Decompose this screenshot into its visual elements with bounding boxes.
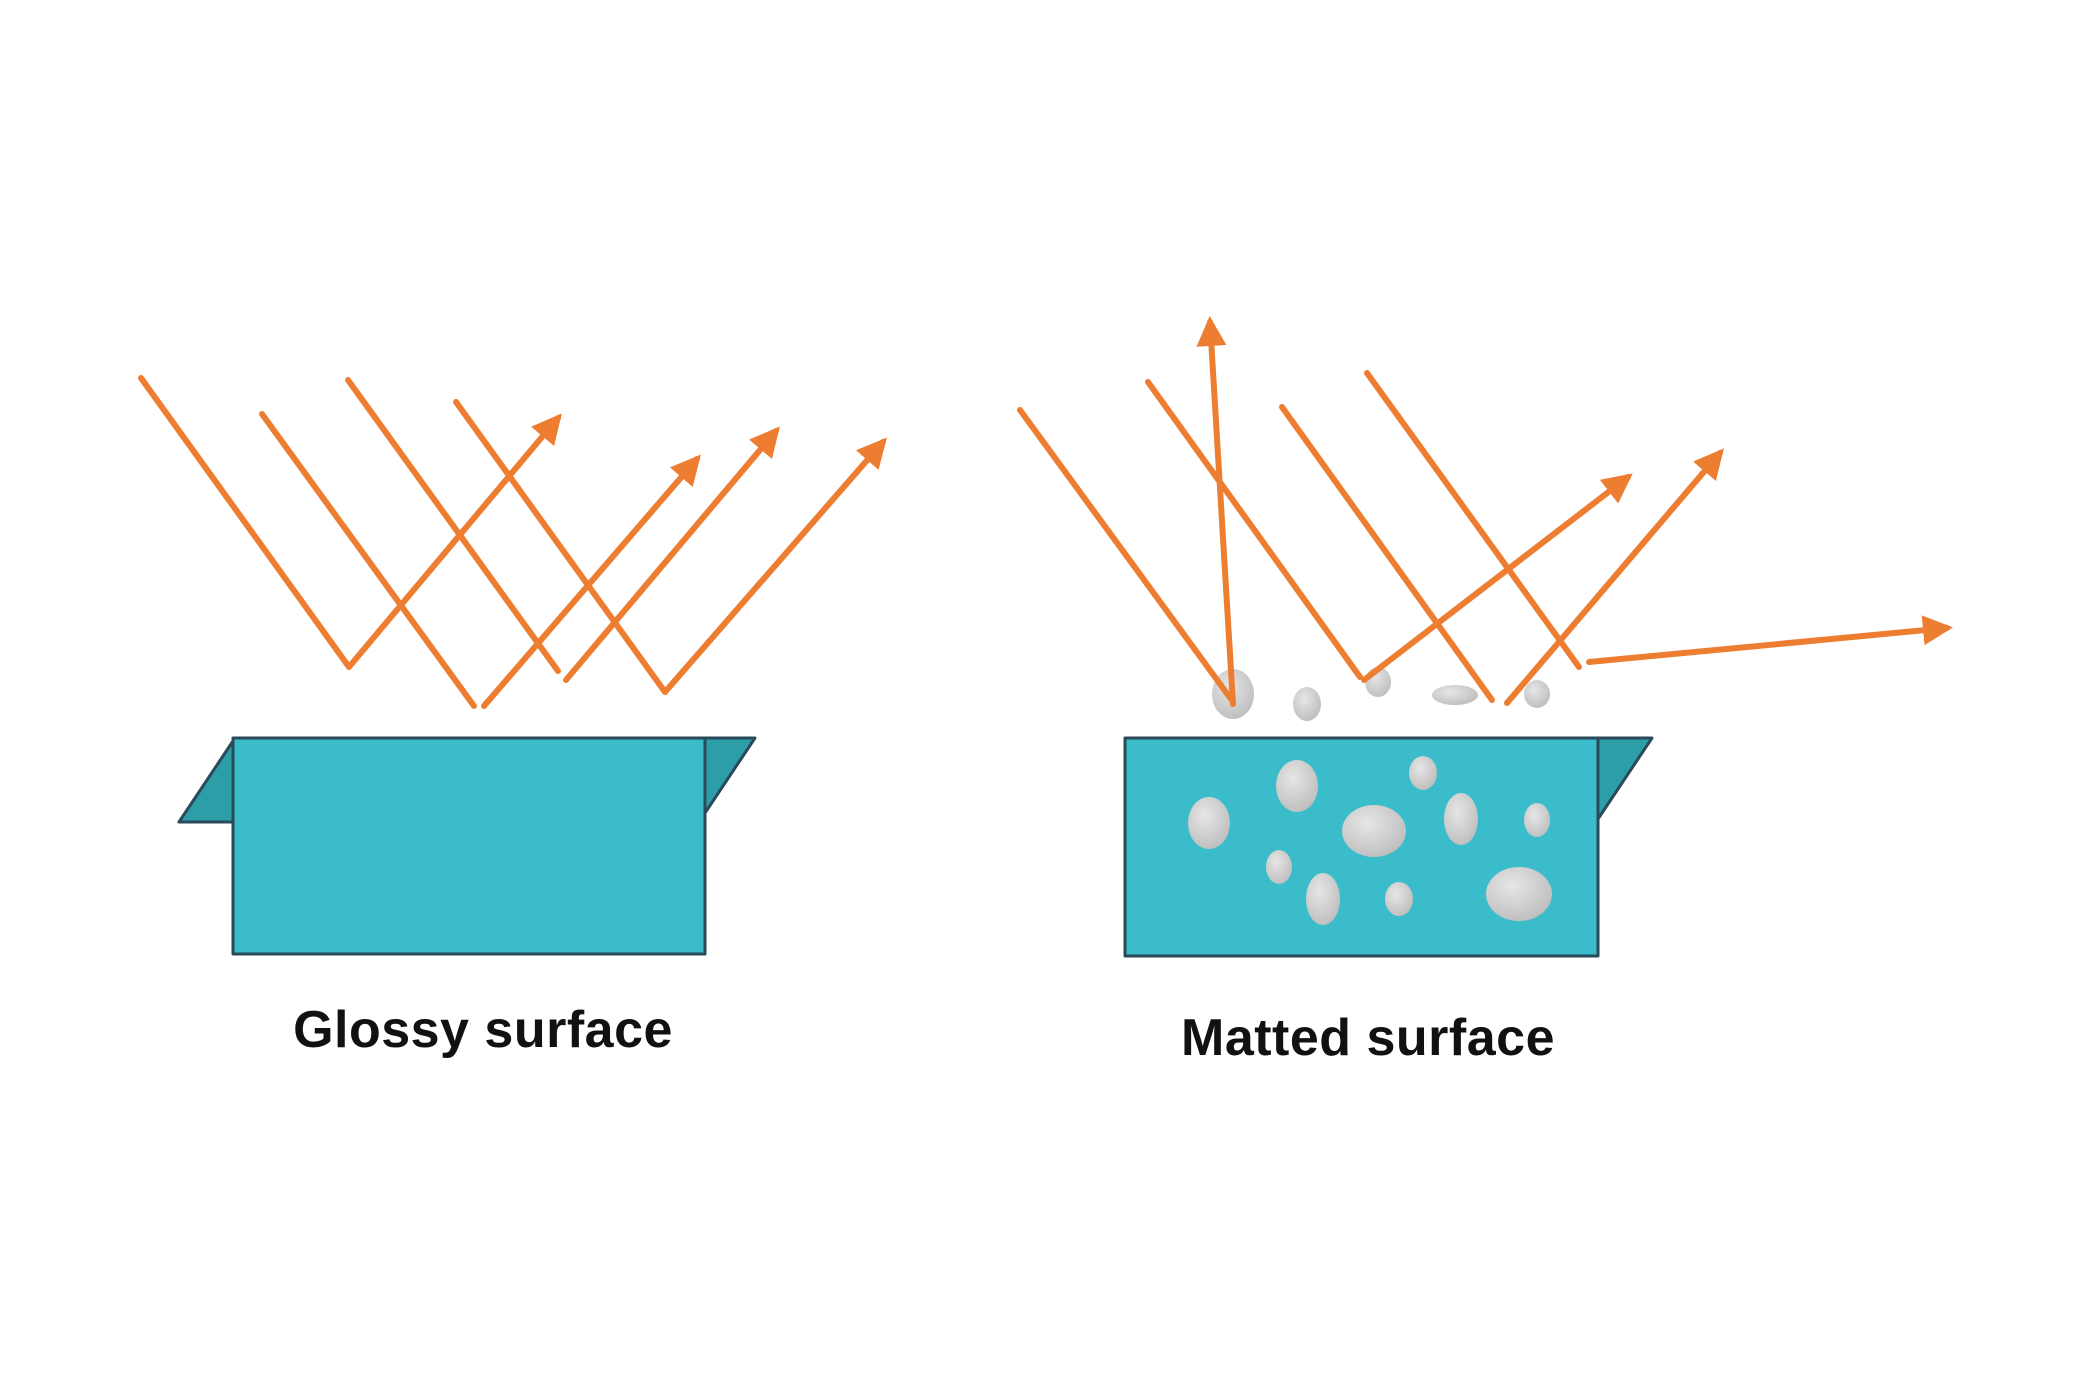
glossy-incident-ray	[259, 411, 477, 709]
pore	[1266, 850, 1292, 884]
matted-incident-ray	[1364, 370, 1582, 670]
glossy-reflected-ray	[662, 437, 887, 695]
glossy-incident-ray	[138, 375, 352, 670]
glossy-rays	[138, 375, 887, 709]
pore	[1524, 803, 1550, 837]
glossy-surface-label: Glossy surface	[293, 1001, 673, 1059]
pore	[1306, 873, 1340, 925]
matted-scattered-ray	[1196, 316, 1236, 707]
pore	[1432, 685, 1478, 705]
glossy-reflected-ray	[346, 413, 562, 670]
pore	[1409, 756, 1437, 790]
pore	[1444, 793, 1478, 845]
matted-scattered-ray	[1586, 615, 1953, 665]
matted-incident-ray	[1145, 379, 1363, 680]
pore	[1524, 680, 1550, 708]
matted-incident-ray	[1017, 407, 1234, 702]
pore	[1276, 760, 1318, 812]
matted-incident-ray	[1279, 404, 1495, 703]
glossy-panel	[138, 375, 887, 956]
pore	[1486, 867, 1552, 921]
glossy-reflected-ray	[563, 426, 780, 683]
matted-scattered-ray	[1361, 473, 1633, 683]
matted-surface-label: Matted surface	[1181, 1009, 1555, 1067]
pore	[1188, 797, 1230, 849]
glossy-incident-ray	[345, 377, 561, 674]
matted-scattered-ray	[1504, 448, 1724, 706]
glossy-block-front-face	[231, 736, 707, 956]
pore	[1342, 805, 1406, 857]
glossy-reflected-ray	[481, 454, 701, 709]
pore	[1385, 882, 1413, 916]
pore	[1293, 687, 1321, 721]
glossy-incident-ray	[453, 399, 668, 695]
matted-rays	[1017, 316, 1953, 707]
matted-panel	[1017, 316, 1953, 958]
